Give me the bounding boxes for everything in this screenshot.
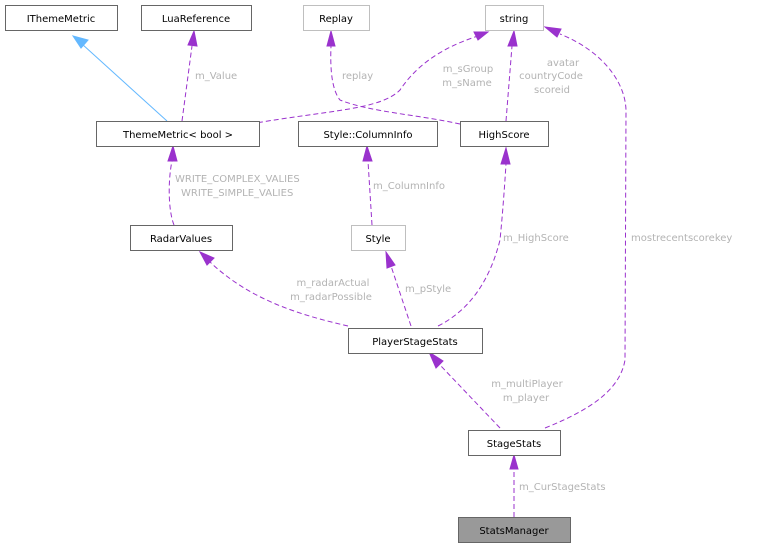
node-playerstagestats[interactable]: PlayerStageStats	[348, 328, 483, 354]
edge-label-m-sgroup: m_sGroup	[443, 64, 493, 75]
edge-thememetric-to-ithememetric	[71, 35, 168, 122]
edge-playerstagestats-to-radarvalues	[198, 250, 349, 327]
node-style-columninfo[interactable]: Style::ColumnInfo	[298, 121, 438, 147]
svg-text:RadarValues: RadarValues	[150, 234, 212, 245]
edge-thememetric-to-luareference	[181, 29, 198, 122]
edge-highscore-to-replay	[326, 29, 461, 125]
svg-text:IThemeMetric: IThemeMetric	[27, 14, 96, 25]
node-luareference[interactable]: LuaReference	[141, 5, 252, 31]
svg-text:Style: Style	[365, 234, 390, 245]
edge-playerstagestats-to-highscore	[437, 146, 511, 327]
edge-style-to-columninfo	[362, 144, 373, 226]
node-statsmanager[interactable]: StatsManager	[458, 517, 571, 543]
svg-text:LuaReference: LuaReference	[162, 14, 230, 25]
node-replay[interactable]: Replay	[303, 5, 370, 31]
edge-label-write-complex: WRITE_COMPLEX_VALIES	[175, 174, 300, 185]
node-radarvalues[interactable]: RadarValues	[130, 225, 233, 251]
edge-label-mostrecentscorekey: mostrecentscorekey	[631, 233, 732, 244]
edge-highscore-to-string	[505, 29, 518, 122]
edge-label-write-simple: WRITE_SIMPLE_VALIES	[181, 188, 293, 199]
edge-label-m-curstagestats: m_CurStageStats	[519, 482, 606, 493]
edge-stagestats-to-string	[543, 26, 627, 429]
node-thememetric-bool[interactable]: ThemeMetric< bool >	[96, 121, 260, 147]
edge-label-m-highscore: m_HighScore	[503, 233, 569, 244]
edge-stagestats-to-playerstagestats	[427, 350, 501, 429]
edge-label-m-radarpossible: m_radarPossible	[290, 292, 372, 303]
edge-statsmanager-to-stagestats	[509, 453, 519, 517]
node-stagestats[interactable]: StageStats	[468, 430, 561, 456]
edge-label-m-value: m_Value	[195, 71, 237, 82]
edge-label-m-multiplayer: m_multiPlayer	[491, 379, 563, 390]
svg-text:HighScore: HighScore	[479, 130, 530, 141]
edge-label-m-sname: m_sName	[442, 78, 491, 89]
edge-label-m-player: m_player	[503, 393, 550, 404]
edge-label-scoreid: scoreid	[534, 85, 570, 96]
edge-label-countrycode: countryCode	[519, 71, 583, 82]
node-highscore[interactable]: HighScore	[460, 121, 549, 147]
svg-text:string: string	[500, 14, 529, 25]
edge-label-m-pstyle: m_pStyle	[405, 284, 451, 295]
node-string[interactable]: string	[485, 5, 544, 31]
edge-label-avatar: avatar	[547, 58, 580, 69]
svg-text:ThemeMetric< bool >: ThemeMetric< bool >	[122, 130, 233, 141]
node-ithememetric[interactable]: IThemeMetric	[5, 5, 118, 31]
edge-playerstagestats-to-style	[385, 250, 412, 327]
svg-text:PlayerStageStats: PlayerStageStats	[372, 337, 458, 348]
edge-radarvalues-to-thememetric	[167, 144, 178, 226]
edge-label-m-columninfo: m_ColumnInfo	[373, 181, 445, 192]
svg-text:Style::ColumnInfo: Style::ColumnInfo	[323, 130, 412, 141]
svg-text:StageStats: StageStats	[487, 439, 541, 450]
svg-text:StatsManager: StatsManager	[479, 526, 549, 537]
edge-label-m-radaractual: m_radarActual	[297, 278, 370, 289]
edge-thememetric-to-string	[249, 31, 490, 125]
edge-label-replay: replay	[342, 71, 373, 82]
node-style[interactable]: Style	[351, 225, 406, 251]
svg-text:Replay: Replay	[319, 14, 353, 25]
